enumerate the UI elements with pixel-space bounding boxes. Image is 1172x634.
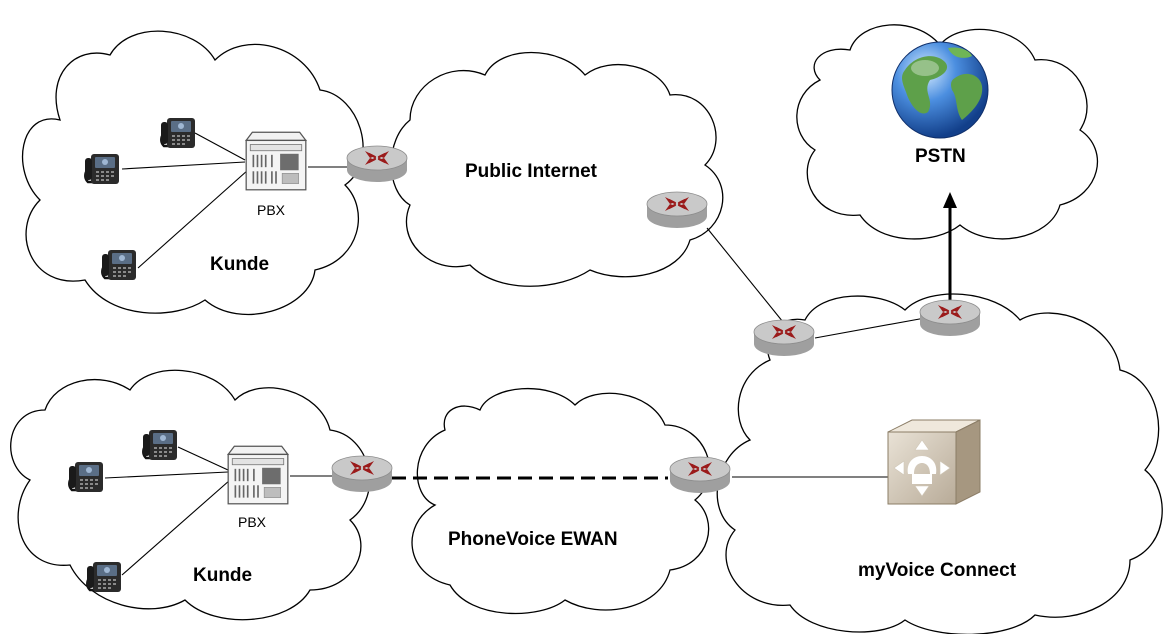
cloud-phonevoice-ewan: [411, 388, 711, 615]
link-phone-3-pbx: [137, 169, 249, 269]
link-phone-5-pbx: [177, 446, 229, 471]
link-arrow-to-pstn: [943, 192, 957, 300]
router-icon: [645, 190, 709, 230]
router-icon: [330, 454, 394, 494]
router-icon: [668, 455, 732, 495]
label-public-internet: Public Internet: [465, 161, 598, 182]
link-phone-6-pbx: [121, 479, 231, 576]
ip-phone-icon: [141, 428, 179, 462]
router-icon: [345, 144, 409, 184]
ip-phone-icon: [67, 460, 105, 494]
router-icon: [752, 318, 816, 358]
link-phone-1-pbx: [121, 161, 246, 170]
label-pstn: PSTN: [915, 146, 966, 167]
cloud-public-internet: [390, 51, 724, 287]
label-kunde-bottom: Kunde: [193, 565, 252, 586]
link-phone-4-pbx: [104, 471, 229, 479]
pbx-icon: [245, 131, 307, 191]
link-connect-routers: [814, 317, 926, 339]
globe-icon: [891, 41, 989, 139]
voice-gateway-icon: [887, 419, 981, 505]
ip-phone-icon: [83, 152, 121, 186]
label-kunde-top: Kunde: [210, 254, 269, 275]
router-icon: [918, 298, 982, 338]
label-myvoice-connect: myVoice Connect: [858, 560, 1017, 581]
ip-phone-icon: [159, 116, 197, 150]
link-router-internet-router-connect: [706, 227, 784, 323]
cloud-kunde-top: [21, 30, 364, 316]
label-pbx-bottom: PBX: [238, 514, 267, 530]
link-phone-2-pbx: [194, 132, 246, 161]
cloud-kunde-bottom: [10, 369, 371, 621]
pbx-icon: [227, 445, 289, 505]
ip-phone-icon: [85, 560, 123, 594]
label-phonevoice-ewan: PhoneVoice EWAN: [448, 529, 618, 550]
ip-phone-icon: [100, 248, 138, 282]
label-pbx-top: PBX: [257, 202, 286, 218]
